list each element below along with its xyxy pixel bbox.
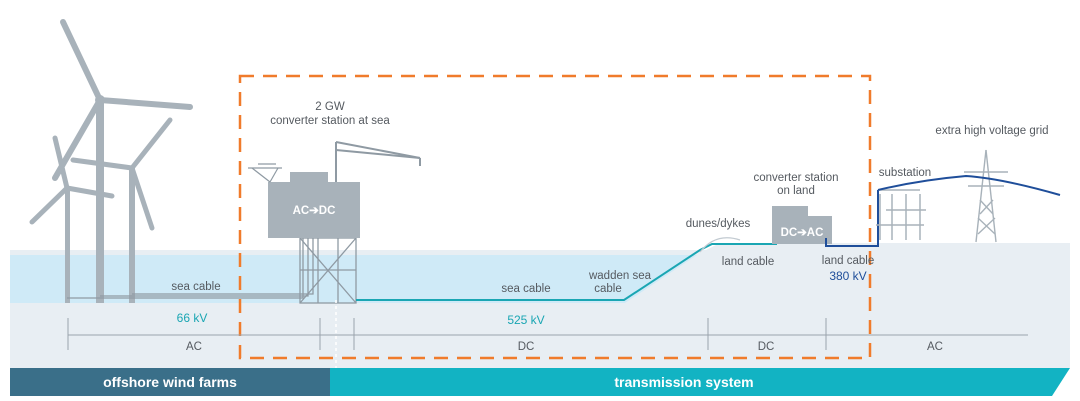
sea-cable-label-1: sea cable <box>171 281 220 293</box>
offshore-station-subtitle: converter station at sea <box>270 115 390 127</box>
grid-label: extra high voltage grid <box>935 125 1048 137</box>
offshore-platform: AC➔DC <box>248 141 421 304</box>
land-slope <box>625 243 1070 303</box>
grid-line <box>877 174 1061 196</box>
sea-cable-label-2: sea cable <box>501 283 550 295</box>
wadden-label-1: wadden sea <box>588 270 652 282</box>
offshore-station-title: 2 GW <box>315 101 345 113</box>
sea-water <box>10 255 710 303</box>
turbine-hub <box>95 95 105 105</box>
segment-ac-left: AC <box>186 341 202 353</box>
platform-deck <box>268 182 360 238</box>
turbine-blades <box>70 117 173 231</box>
substation-label: substation <box>879 167 931 179</box>
offshore-band-label: offshore wind farms <box>103 374 237 390</box>
transmission-scope-frame <box>238 74 872 360</box>
substation <box>876 189 926 240</box>
platform-crane <box>335 141 421 182</box>
land-cable-label-1: land cable <box>722 256 774 268</box>
onshore-converter-station: DC➔AC <box>772 206 832 244</box>
transmission-band-label: transmission system <box>614 374 753 390</box>
turbine-tower <box>65 188 70 303</box>
wind-turbines <box>29 19 193 303</box>
transmission-pylon <box>964 149 1008 243</box>
onshore-station-title: converter station <box>753 172 838 184</box>
voltage-525kv: 525 kV <box>507 313 544 327</box>
wadden-label-2: cable <box>594 283 622 295</box>
land-cable-label-2: land cable <box>822 255 874 267</box>
dunes-label: dunes/dykes <box>686 218 751 230</box>
onshore-converter-label: DC➔AC <box>781 227 824 239</box>
offshore-band <box>10 368 330 396</box>
ac-land-cable <box>825 190 879 247</box>
voltage-66kv: 66 kV <box>177 311 208 325</box>
helideck <box>248 163 282 183</box>
offshore-converter-label: AC➔DC <box>293 205 336 217</box>
turbine-blades <box>52 19 193 181</box>
segment-dc-middle: DC <box>518 341 535 353</box>
dune-outline <box>699 237 741 253</box>
turbine-tower <box>96 100 104 303</box>
platform-roof <box>290 172 328 182</box>
array-cables <box>67 238 314 299</box>
voltage-scale <box>67 300 1028 368</box>
transmission-band <box>330 368 1070 396</box>
turbine-tower <box>129 168 135 303</box>
onshore-station-subtitle: on land <box>777 185 815 197</box>
voltage-380kv: 380 kV <box>829 269 866 283</box>
segment-dc-right: DC <box>758 341 775 353</box>
segment-ac-right: AC <box>927 341 943 353</box>
